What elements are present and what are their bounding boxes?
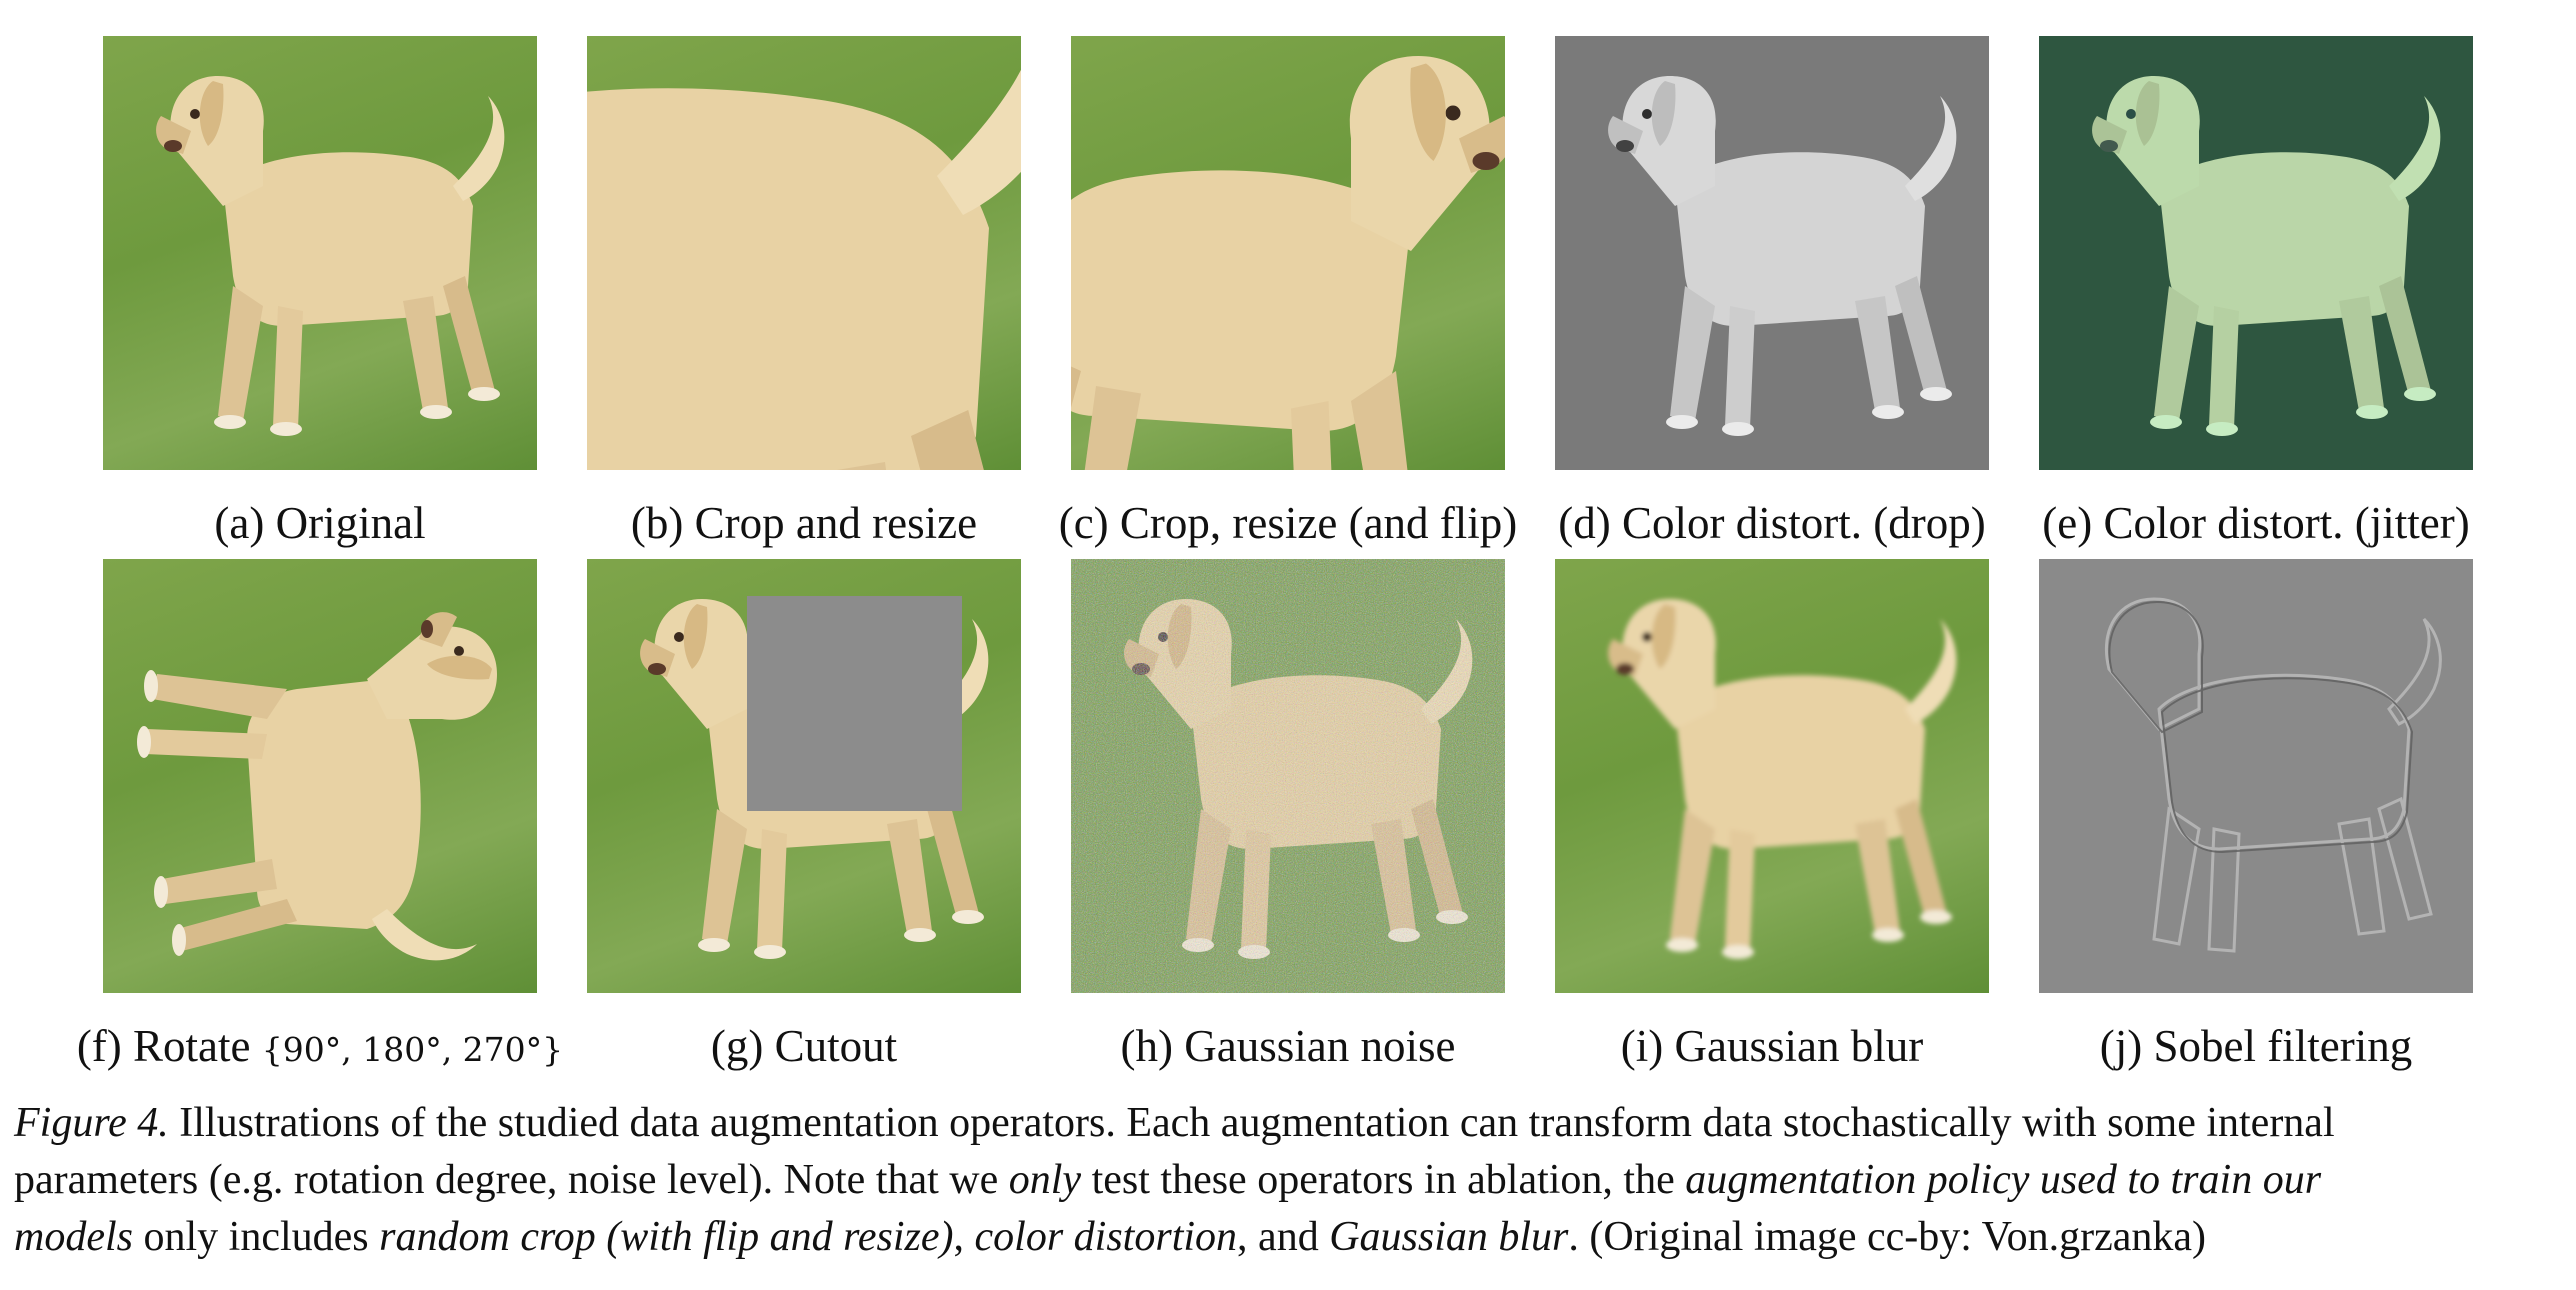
panel-color-drop-image <box>1555 36 1989 470</box>
caption-c: (c) Crop, resize (and flip) <box>1058 498 1518 548</box>
panel-rotate-image <box>103 559 537 993</box>
panel-crop-resize-flip-image <box>1071 36 1505 470</box>
caption-f: (f) Rotate {90°, 180°, 270°} <box>76 1021 564 1071</box>
caption-line-3: models only includes random crop (with f… <box>14 1214 2206 1260</box>
panel-color-jitter-image <box>2039 36 2473 470</box>
caption-e: (e) Color distort. (jitter) <box>2042 498 2470 548</box>
caption-g: (g) Cutout <box>710 1021 898 1071</box>
caption-h: (h) Gaussian noise <box>1120 1021 1456 1071</box>
figure-caption: Figure 4. Illustrations of the studied d… <box>14 1095 2562 1266</box>
caption-j: (j) Sobel filtering <box>2099 1021 2413 1071</box>
caption-d: (d) Color distort. (drop) <box>1558 498 1986 548</box>
caption-b: (b) Crop and resize <box>630 498 978 548</box>
panel-gaussian-blur-image <box>1555 559 1989 993</box>
caption-line-2: parameters (e.g. rotation degree, noise … <box>14 1157 2322 1203</box>
panel-sobel-image <box>2039 559 2473 993</box>
panel-cutout-image <box>587 559 1021 993</box>
panel-gaussian-noise-image <box>1071 559 1505 993</box>
caption-a: (a) Original <box>214 498 426 548</box>
caption-i: (i) Gaussian blur <box>1620 1021 1924 1071</box>
panel-original-image <box>103 36 537 470</box>
panel-crop-resize-image <box>587 36 1021 470</box>
caption-line-1: Figure 4. Illustrations of the studied d… <box>14 1100 2335 1146</box>
